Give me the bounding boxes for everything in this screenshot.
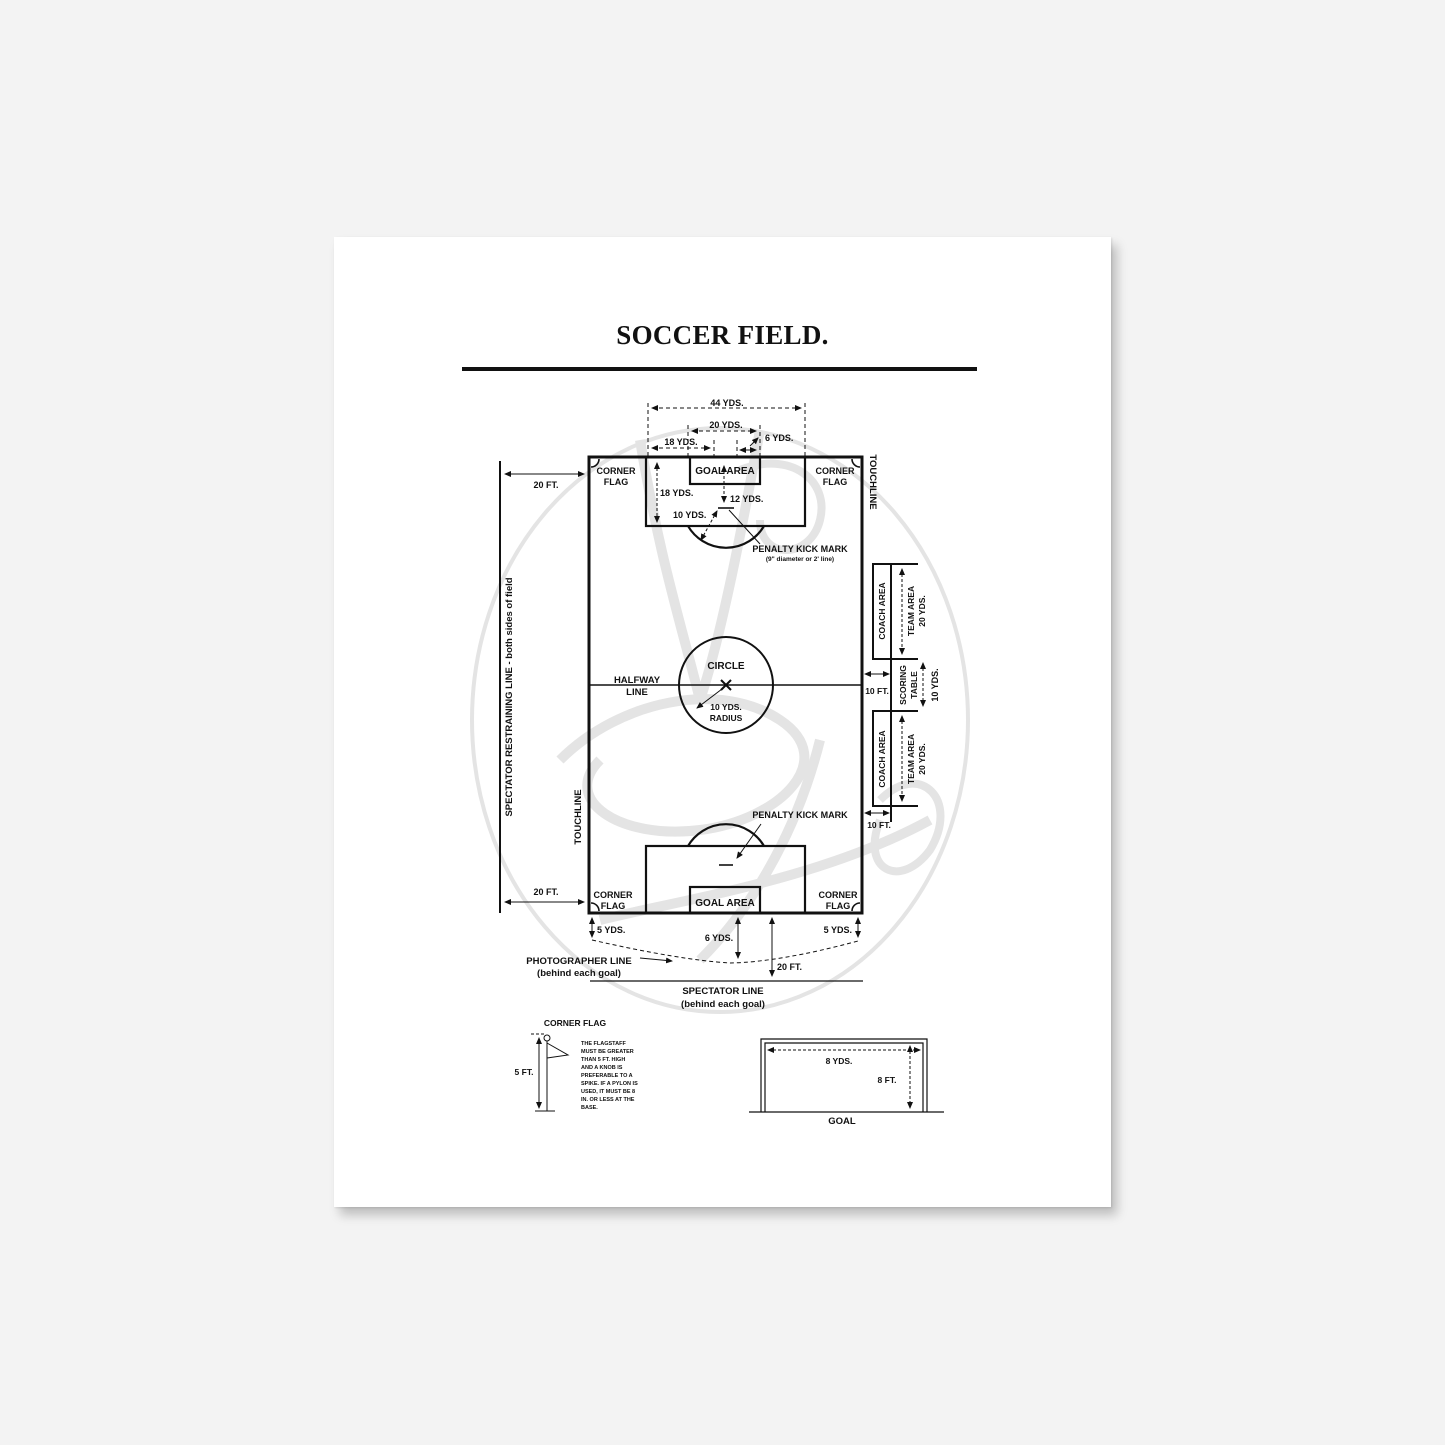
offset-bottom-label: 20 FT. <box>533 887 558 897</box>
penalty-kick-mark-top-label: PENALTY KICK MARK <box>752 544 848 554</box>
dim-18-yds: 18 YDS. <box>664 437 697 447</box>
soccer-field-diagram: 44 YDS. 20 YDS. 18 YDS. 6 YDS. CIRCLE 10… <box>470 398 970 1127</box>
penalty-kick-leader <box>728 509 761 545</box>
corner-flag-tl-1: CORNER <box>596 466 636 476</box>
corner-flag-tr-2: FLAG <box>823 477 848 487</box>
goal-offset-label: 6 YDS. <box>705 933 733 943</box>
arc-radius-arrow <box>700 510 718 541</box>
goal-width-label: 8 YDS. <box>826 1056 853 1066</box>
coach-area-top-label: COACH AREA <box>877 582 887 639</box>
poster-paper: SOCCER FIELD. <box>334 237 1111 1207</box>
corner-offset-left-label: 5 YDS. <box>597 925 625 935</box>
svg-text:IN. OR LESS AT THE: IN. OR LESS AT THE <box>581 1097 635 1103</box>
scoring-table-length-label: 10 YDS. <box>930 668 940 701</box>
goal-icon <box>749 1038 944 1113</box>
svg-text:USED, IT MUST BE 8: USED, IT MUST BE 8 <box>581 1089 635 1095</box>
corner-flag-icon <box>531 1033 570 1112</box>
radius-arrow <box>696 688 723 709</box>
goal-detail-title: GOAL <box>828 1116 856 1127</box>
touchline-right-label: TOUCHLINE <box>867 454 878 509</box>
center-mark-icon <box>720 679 732 691</box>
goal-area-bottom <box>688 885 762 915</box>
corner-flag-bl-2: FLAG <box>601 901 626 911</box>
photographer-line-label: PHOTOGRAPHER LINE <box>526 956 631 967</box>
corner-flag-detail-title: CORNER FLAG <box>544 1018 607 1028</box>
svg-text:MUST BE GREATER: MUST BE GREATER <box>581 1049 634 1055</box>
dim-44-yds: 44 YDS. <box>710 398 743 408</box>
corner-flag-height-label: 5 FT. <box>515 1067 534 1077</box>
coach-area-bottom-label: COACH AREA <box>877 730 887 787</box>
title-underline <box>462 367 977 371</box>
svg-text:AND A KNOB IS: AND A KNOB IS <box>581 1065 623 1071</box>
team-area-top-label-2: 20 YDS. <box>917 595 927 627</box>
top-dimensions <box>647 403 806 457</box>
touchline-left-label: TOUCHLINE <box>573 789 584 844</box>
corner-flag-br-2: FLAG <box>826 901 851 911</box>
corner-flag-bl-1: CORNER <box>593 890 633 900</box>
circle-radius-label-1: 10 YDS. <box>710 702 742 712</box>
corner-offset-right-label: 5 YDS. <box>824 925 852 935</box>
svg-text:BASE.: BASE. <box>581 1105 598 1111</box>
penalty-distance-label: 12 YDS. <box>730 494 763 504</box>
penalty-kick-mark-note: (9" diameter or 2' line) <box>766 556 834 563</box>
spectator-line-label: SPECTATOR LINE <box>682 986 763 997</box>
svg-text:PREFERABLE TO A: PREFERABLE TO A <box>581 1073 633 1079</box>
offset-mid-label: 10 FT. <box>865 686 889 696</box>
corner-flag-br-1: CORNER <box>818 890 858 900</box>
penalty-arc-top <box>687 525 765 549</box>
circle-label: CIRCLE <box>707 661 745 672</box>
poster-title: SOCCER FIELD. <box>616 320 829 350</box>
goal-area-bottom-label: GOAL AREA <box>695 898 754 909</box>
bench-areas <box>872 563 918 822</box>
center-circle <box>678 636 774 734</box>
dim-6-yds: 6 YDS. <box>765 433 793 443</box>
offset-top-label: 20 FT. <box>533 480 558 490</box>
svg-text:THAN 5 FT. HIGH: THAN 5 FT. HIGH <box>581 1057 625 1063</box>
scoring-table-label-1: SCORING <box>898 665 908 705</box>
dim-20-yds: 20 YDS. <box>709 420 742 430</box>
photographer-leader <box>639 957 673 964</box>
penalty-depth-label: 18 YDS. <box>660 488 693 498</box>
goal-height-label: 8 FT. <box>878 1075 897 1085</box>
penalty-kick-mark-bottom-label: PENALTY KICK MARK <box>752 810 848 820</box>
scoring-table-label-2: TABLE <box>909 671 919 699</box>
goal-area-top-label: GOAL AREA <box>695 466 754 477</box>
spectator-offset-label: 20 FT. <box>777 962 802 972</box>
team-area-bottom-label-2: 20 YDS. <box>917 743 927 775</box>
spectator-line-note: (behind each goal) <box>681 999 765 1010</box>
corner-flag-note: THE FLAGSTAFF MUST BE GREATER THAN 5 FT.… <box>581 1041 638 1111</box>
team-area-top-label-1: TEAM AREA <box>906 586 916 636</box>
svg-text:SPIKE. IF A PYLON IS: SPIKE. IF A PYLON IS <box>581 1081 638 1087</box>
corner-flag-tr-1: CORNER <box>815 466 855 476</box>
circle-radius-label-2: RADIUS <box>710 713 743 723</box>
corner-arcs <box>590 458 861 912</box>
corner-flag-tl-2: FLAG <box>604 477 629 487</box>
photographer-line <box>591 939 859 964</box>
team-area-bottom-label-1: TEAM AREA <box>906 734 916 784</box>
penalty-arc-bottom <box>687 823 765 847</box>
halfway-label-2: LINE <box>626 687 648 698</box>
halfway-label-1: HALFWAY <box>614 675 661 686</box>
svg-text:THE FLAGSTAFF: THE FLAGSTAFF <box>581 1041 626 1047</box>
restraining-line-label: SPECTATOR RESTRAINING LINE - both sides … <box>504 577 515 816</box>
offset-bench-bottom-label: 10 FT. <box>867 820 891 830</box>
penalty-kick-leader-bottom <box>736 823 762 859</box>
photographer-line-note: (behind each goal) <box>537 968 621 979</box>
arc-radius-label: 10 YDS. <box>673 510 706 520</box>
